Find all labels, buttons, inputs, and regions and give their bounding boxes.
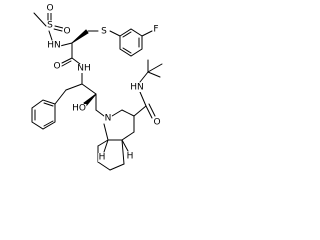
- atom-label-sulfonyl-o2: O: [63, 27, 70, 37]
- bond: [121, 139, 129, 152]
- bond: [133, 105, 147, 117]
- bond: [61, 57, 73, 64]
- bond: [111, 109, 123, 117]
- label-background: [71, 104, 87, 113]
- bond: [148, 103, 156, 117]
- bond: [147, 63, 163, 73]
- bond: [121, 139, 125, 165]
- bond: [122, 47, 132, 54]
- atom-label-amide2-nh: HN: [130, 83, 144, 93]
- label-background: [152, 25, 160, 34]
- label-background: [98, 153, 106, 162]
- atom-label-ring-h-left: H: [99, 153, 106, 163]
- bond: [141, 30, 153, 37]
- bond: [145, 105, 153, 119]
- atom-label-ring-h-right: H: [127, 152, 134, 162]
- bond: [59, 42, 73, 47]
- bond: [81, 83, 97, 95]
- atom-label-fluoro: F: [153, 25, 158, 35]
- label-background: [62, 27, 72, 36]
- bond: [147, 71, 161, 78]
- bonds: [31, 11, 163, 171]
- label-background: [152, 118, 162, 127]
- bond: [109, 163, 125, 171]
- atom-labels: O S O HN S F O NH HN HO N O H H: [46, 4, 160, 163]
- label-background: [46, 21, 54, 30]
- label-background: [46, 41, 62, 50]
- bond: [122, 31, 132, 38]
- atom-label-amide1-nh: NH: [77, 64, 91, 74]
- atom-label-ring-n: N: [105, 114, 112, 124]
- atom-label-sulfonyl-o1: O: [46, 4, 53, 14]
- bond: [97, 139, 109, 147]
- bond: [71, 57, 81, 65]
- bond: [43, 120, 54, 127]
- bond: [65, 83, 83, 91]
- label-backgrounds: [45, 4, 162, 162]
- bond: [48, 30, 53, 41]
- bond: [139, 71, 149, 83]
- bond: [95, 109, 105, 117]
- molecule-structure: O S O HN S F O NH HN HO N O H H: [31, 4, 163, 171]
- label-background: [126, 152, 134, 161]
- bond: [61, 60, 72, 67]
- bond: [53, 28, 63, 32]
- atom-label-sulfonamide-nh: HN: [47, 41, 61, 51]
- label-background: [45, 4, 55, 13]
- bond: [54, 25, 64, 29]
- bond: [97, 161, 111, 171]
- label-background: [129, 83, 145, 92]
- wedge-bond: [71, 29, 89, 44]
- bond: [121, 109, 135, 117]
- label-background: [104, 114, 112, 123]
- atom-label-hydroxyl: HO: [72, 104, 86, 114]
- label-background: [100, 27, 108, 36]
- bond: [103, 139, 109, 153]
- phenyl-ring: [31, 99, 56, 130]
- atom-label-thioether-s: S: [101, 27, 107, 37]
- fluorophenyl-ring: [119, 28, 143, 57]
- bond: [54, 89, 67, 105]
- bond: [43, 102, 54, 107]
- atom-label-amide2-o: O: [153, 118, 160, 128]
- bond: [139, 91, 147, 107]
- atom-label-sulfonyl-s: S: [47, 21, 53, 31]
- bond: [121, 131, 135, 141]
- bond: [103, 123, 109, 141]
- bond: [109, 30, 121, 37]
- atom-label-amide1-o: O: [53, 62, 60, 72]
- label-background: [76, 64, 92, 73]
- bond: [33, 12, 47, 27]
- label-background: [52, 62, 62, 71]
